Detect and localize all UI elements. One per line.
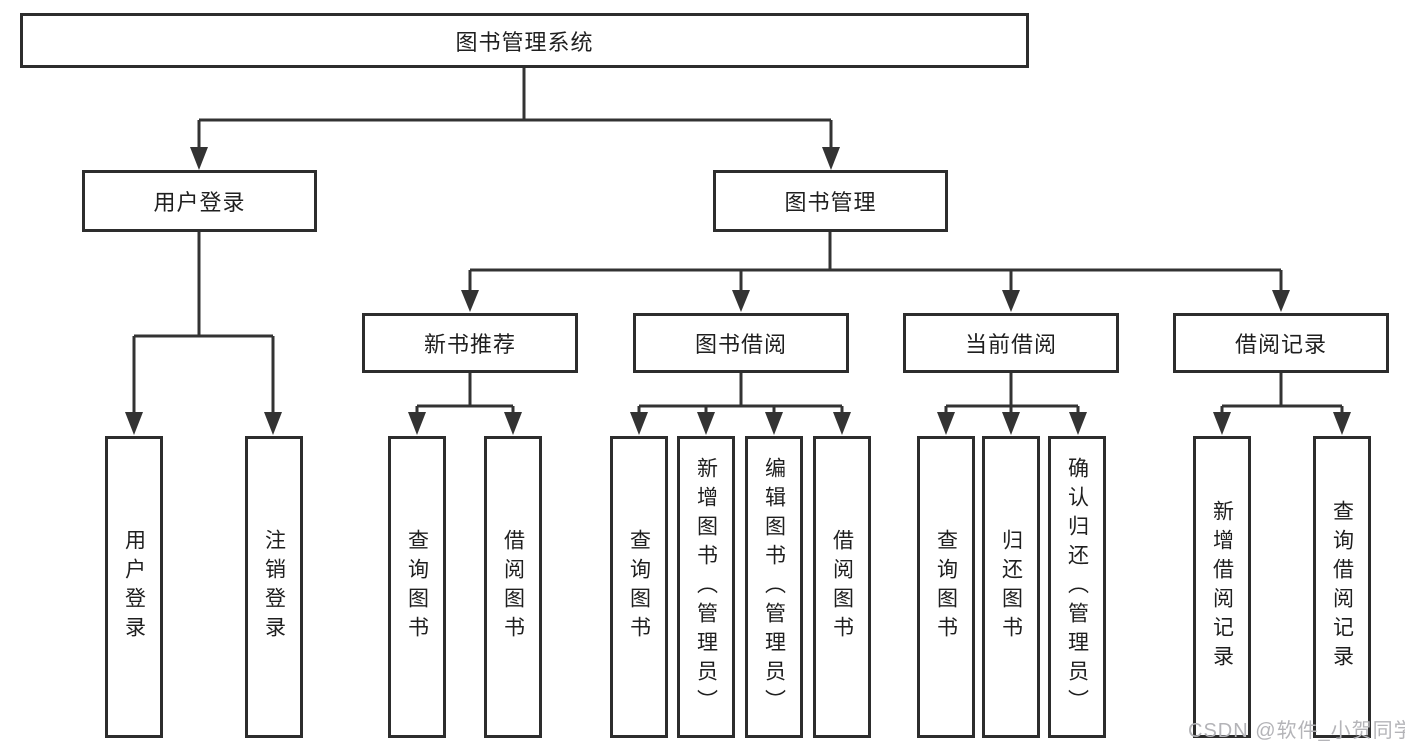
node-label: 新增借阅记录 (1210, 500, 1234, 674)
node-label: 查询借阅记录 (1330, 500, 1354, 674)
node-label: 借阅图书 (830, 529, 854, 645)
node-label: 用户登录 (153, 190, 246, 215)
leaf-edit-book-admin: 编辑图书（管理员） (745, 436, 803, 738)
leaf-query-borrow-record: 查询借阅记录 (1313, 436, 1371, 738)
leaf-logout: 注销登录 (245, 436, 303, 738)
leaf-query-books-recommend: 查询图书 (388, 436, 446, 738)
node-label: 查询图书 (627, 529, 651, 645)
node-label: 借阅图书 (501, 529, 525, 645)
node-label: 用户登录 (122, 529, 146, 645)
node-label: 注销登录 (262, 529, 286, 645)
node-book-management: 图书管理 (713, 170, 948, 232)
leaf-query-books-borrow: 查询图书 (610, 436, 668, 738)
node-label: 图书借阅 (694, 332, 787, 357)
node-label: 当前借阅 (964, 332, 1057, 357)
node-new-book-recommend: 新书推荐 (362, 313, 578, 373)
node-book-borrow: 图书借阅 (633, 313, 849, 373)
node-label: 确认归还（管理员） (1065, 456, 1089, 718)
leaf-query-books-current: 查询图书 (917, 436, 975, 738)
leaf-confirm-return-admin: 确认归还（管理员） (1048, 436, 1106, 738)
leaf-return-book: 归还图书 (982, 436, 1040, 738)
node-current-borrow: 当前借阅 (903, 313, 1119, 373)
leaf-user-login: 用户登录 (105, 436, 163, 738)
node-label: 图书管理 (784, 190, 877, 215)
node-label: 图书管理系统 (455, 29, 594, 55)
node-user-login: 用户登录 (82, 170, 317, 232)
node-library-system: 图书管理系统 (20, 13, 1029, 68)
node-label: 查询图书 (934, 529, 958, 645)
node-borrow-records: 借阅记录 (1173, 313, 1389, 373)
node-label: 新书推荐 (423, 332, 516, 357)
leaf-borrow-books-recommend: 借阅图书 (484, 436, 542, 738)
node-label: 归还图书 (999, 529, 1023, 645)
leaf-add-borrow-record: 新增借阅记录 (1193, 436, 1251, 738)
watermark: CSDN @软件_小贺同学 (1188, 720, 1405, 742)
node-label: 编辑图书（管理员） (762, 456, 786, 718)
node-label: 新增图书（管理员） (694, 456, 718, 718)
node-label: 借阅记录 (1234, 332, 1327, 357)
leaf-add-book-admin: 新增图书（管理员） (677, 436, 735, 738)
node-label: 查询图书 (405, 529, 429, 645)
leaf-borrow-books: 借阅图书 (813, 436, 871, 738)
